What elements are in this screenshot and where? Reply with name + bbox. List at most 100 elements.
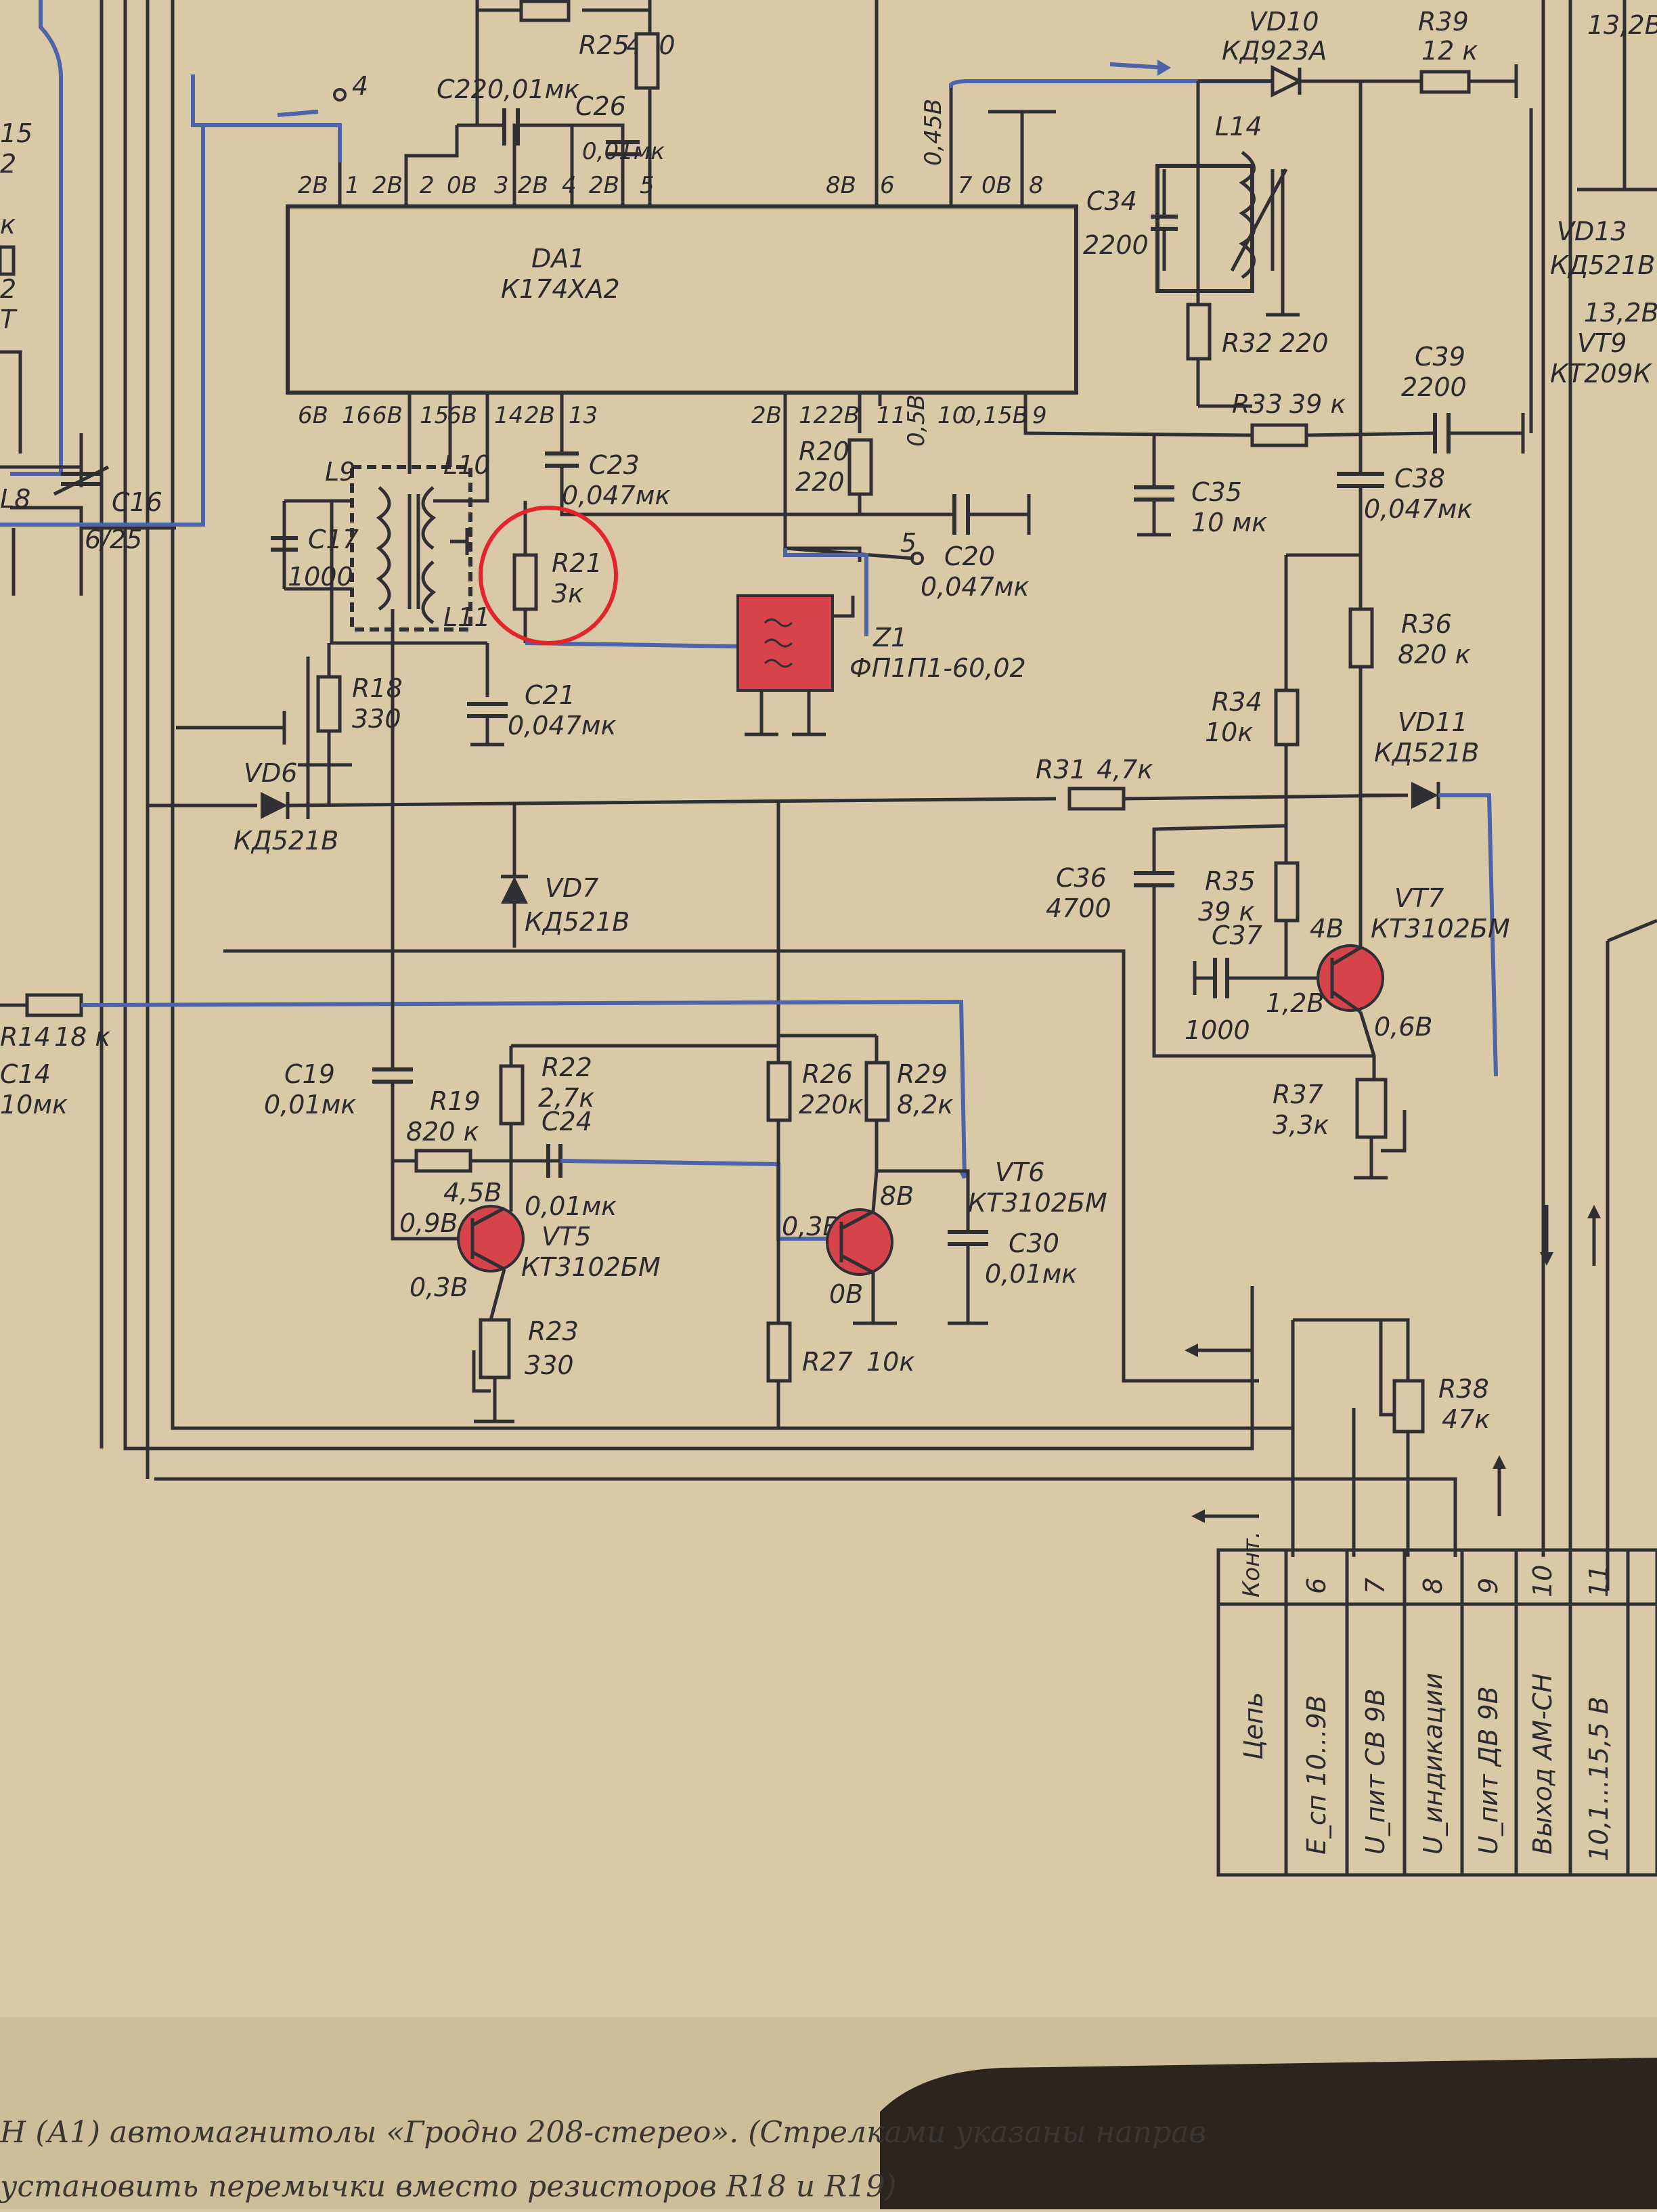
vt7-ref: VT7 — [1394, 883, 1444, 913]
term-4: 4 — [352, 71, 368, 101]
pin-bot-12: 12 — [799, 402, 828, 429]
c16-value: 6/25 — [85, 525, 142, 554]
pin-bot-13: 13 — [569, 402, 598, 429]
r33-resistor — [1250, 423, 1308, 447]
da1-ref: DA1 — [531, 244, 585, 273]
label-top-13-2v: 13,2В — [1587, 10, 1657, 40]
table-contact-11: 11 — [1584, 1565, 1614, 1597]
r25-ref: R25 — [579, 30, 629, 60]
vt7-type: КТ3102БМ — [1371, 914, 1510, 944]
c19-ref: C19 — [284, 1059, 335, 1089]
pin-top-7: 7 — [958, 172, 973, 199]
c30-value: 0,01мк — [985, 1259, 1077, 1289]
c23-value: 0,047мк — [562, 481, 670, 510]
r14-resistor — [25, 993, 83, 1017]
z1-ref: Z1 — [872, 623, 907, 652]
vt5-ref: VT5 — [542, 1222, 591, 1252]
r18-resistor — [316, 675, 342, 733]
r36-resistor — [1348, 607, 1374, 669]
r21-ref: R21 — [552, 548, 602, 578]
left-bus-lines — [10, 0, 1657, 1591]
pin-top-0v-b: 0В — [981, 172, 1012, 199]
r19-value: 820 к — [406, 1117, 479, 1147]
c21-value: 0,047мк — [508, 711, 616, 740]
pin-top-6: 6 — [880, 172, 895, 199]
pin-top-8v: 8В — [826, 172, 856, 199]
vd13-type: КД521В — [1550, 250, 1655, 280]
l11-ref: L11 — [443, 602, 491, 632]
table-contact-6: 6 — [1302, 1578, 1331, 1594]
left-label-2b: 2 — [0, 274, 16, 304]
table-contact-9: 9 — [1474, 1578, 1503, 1594]
r39-resistor — [1419, 70, 1471, 94]
r31-resistor — [1067, 787, 1126, 811]
r39-value: 12 к — [1421, 36, 1478, 66]
vt5-base-voltage: 0,9В — [399, 1208, 458, 1238]
r21-resistor — [512, 553, 538, 611]
c37-value: 1000 — [1185, 1015, 1250, 1045]
r14-ref: R14 — [0, 1022, 51, 1052]
r37-resistor — [1355, 1078, 1388, 1139]
pin-top-2: 2 — [420, 172, 435, 199]
r20-value: 220 — [795, 467, 845, 497]
table-header-contact: Конт. — [1238, 1531, 1265, 1597]
r20-resistor — [847, 438, 873, 496]
left-resistor-stub — [0, 245, 16, 276]
vt9-type: КТ209К — [1550, 359, 1653, 389]
r29-value: 8,2к — [897, 1090, 953, 1120]
c26-value: 0,01мк — [582, 138, 665, 165]
c14-ref: C14 — [0, 1059, 51, 1089]
vt7-emitter-voltage: 0,6В — [1374, 1012, 1433, 1042]
pin-label-05: 0,5В — [903, 395, 930, 447]
r36-ref: R36 — [1401, 609, 1452, 639]
pin-top-2v-a: 2В — [298, 172, 328, 199]
pin-top-4: 4 — [562, 172, 577, 199]
r38-value: 47к — [1442, 1404, 1490, 1434]
table-row-upit-dv: U_пит ДВ 9В — [1474, 1686, 1503, 1855]
r22-resistor — [499, 1064, 525, 1126]
r20-ref: R20 — [799, 437, 849, 466]
l14-ref: L14 — [1215, 112, 1262, 141]
c14-value: 10мк — [0, 1090, 68, 1120]
pin-bot-9: 9 — [1032, 402, 1047, 429]
c23-ref: C23 — [589, 450, 640, 480]
label-13-2v: 13,2В — [1584, 298, 1657, 328]
r32-ref: R32 — [1222, 328, 1273, 358]
c24-value: 0,01мк — [525, 1191, 617, 1221]
pin-bot-11: 11 — [877, 402, 906, 429]
vt5-collector-voltage: 4,5В — [443, 1178, 502, 1208]
pin-bot-6v-a: 6В — [298, 402, 328, 429]
c20-ref: C20 — [944, 541, 995, 571]
pin-bot-015v: 0,15В — [961, 402, 1028, 429]
table-row-esp: E_сп 10...9В — [1302, 1695, 1331, 1855]
vt6-collector-voltage: 8В — [880, 1181, 914, 1211]
r38-ref: R38 — [1438, 1374, 1489, 1404]
r25b-resistor — [634, 32, 660, 90]
c16-ref: C16 — [112, 487, 162, 517]
vt6-type: КТ3102БМ — [968, 1188, 1107, 1218]
r37-value: 3,3к — [1273, 1110, 1329, 1140]
left-label-2: 2 — [0, 149, 16, 179]
r29-ref: R29 — [897, 1059, 948, 1089]
pin-top-2v-c: 2В — [518, 172, 548, 199]
c26-ref: C26 — [575, 91, 626, 121]
r32-value: 220 — [1279, 328, 1329, 358]
pin-bot-2v-a: 2В — [525, 402, 555, 429]
vd10-type: КД923А — [1222, 36, 1327, 66]
shadow-corner — [880, 2058, 1657, 2209]
vt7-collector-voltage: 4В — [1310, 914, 1344, 944]
highlight-circle-r21 — [479, 506, 618, 645]
pin-bot-6v-b: 6В — [372, 402, 403, 429]
r35-value: 39 к — [1198, 897, 1254, 927]
pin-bot-16: 16 — [342, 402, 371, 429]
da1-bottom-pins: 6В 16 6В 15 6В 14 2В 13 2В 12 2В 11 10 0… — [298, 393, 1047, 562]
pin-top-8: 8 — [1029, 172, 1044, 199]
z1-filter — [736, 594, 834, 692]
r35-ref: R35 — [1205, 866, 1256, 896]
r23-ref: R23 — [528, 1317, 579, 1346]
r18-ref: R18 — [352, 673, 403, 703]
l9-ref: L9 — [325, 457, 355, 487]
l9-coil-box — [350, 465, 472, 632]
